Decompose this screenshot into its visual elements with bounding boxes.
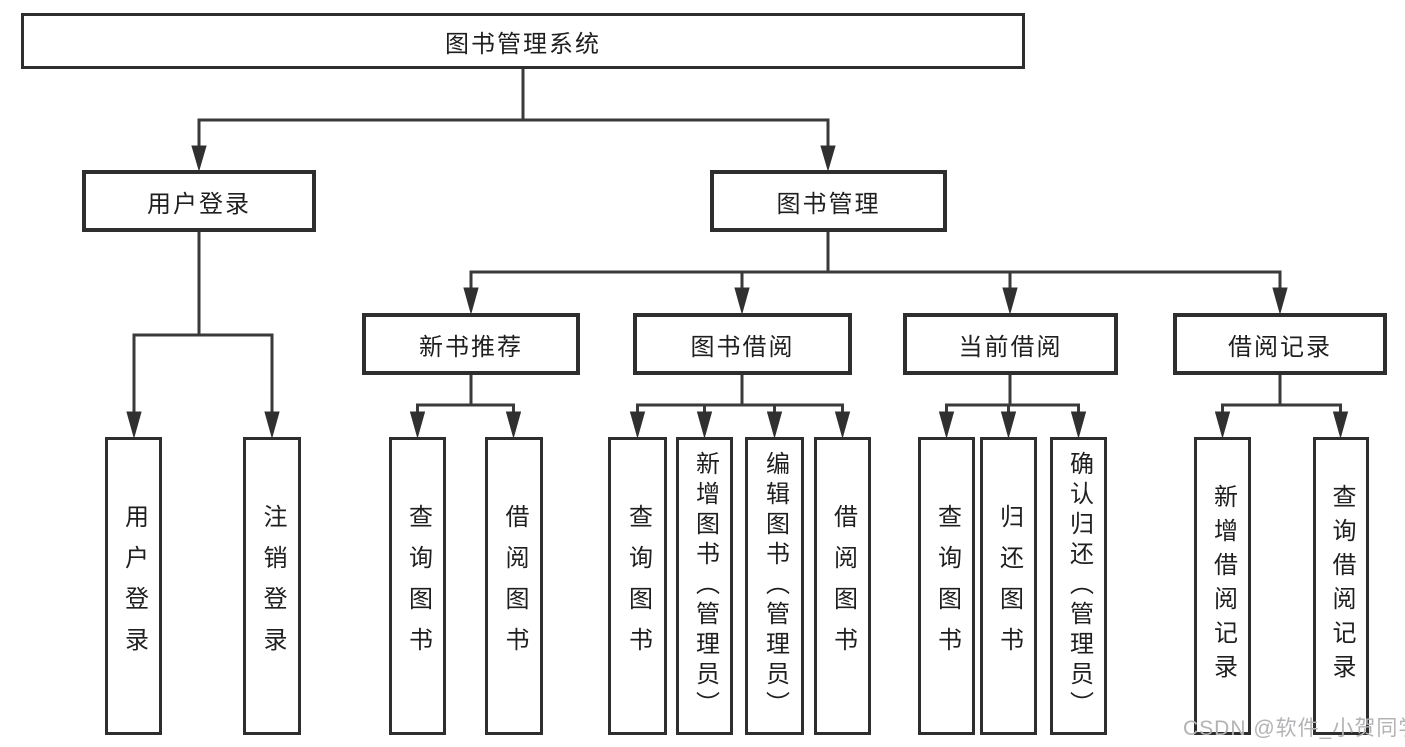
connector-root (191, 69, 836, 172)
arrowhead-icon (264, 411, 280, 439)
node-label: 借阅记录 (1228, 333, 1332, 361)
arrowhead-icon (696, 411, 713, 439)
leaf-query-borrow-record: 查询借阅记录 (1313, 437, 1369, 735)
node-label: 查询图书 (933, 504, 961, 668)
leaf-add-borrow-record: 新增借阅记录 (1194, 437, 1251, 735)
arrowhead-icon (1070, 411, 1087, 439)
arrowhead-icon (1272, 287, 1288, 315)
arrowhead-icon (834, 411, 851, 439)
arrowhead-icon (409, 411, 426, 439)
node-label: 图书管理系统 (445, 30, 601, 58)
node-label: 新书推荐 (419, 333, 523, 361)
connector-book-management (463, 232, 1288, 315)
node-borrow-records: 借阅记录 (1173, 313, 1387, 375)
connector-book-borrow (629, 375, 851, 439)
node-label: 新增借阅记录 (1209, 484, 1237, 688)
connector-current-borrow (938, 375, 1087, 439)
node-label: 图书借阅 (690, 333, 795, 361)
node-label: 注销登录 (259, 504, 286, 668)
connector-user-login (126, 232, 280, 439)
connector-borrow-records (1214, 375, 1349, 439)
node-current-borrow: 当前借阅 (903, 313, 1118, 375)
leaf-borrow-books-recommend: 借阅图书 (485, 437, 543, 735)
node-book-borrow: 图书借阅 (633, 313, 852, 375)
leaf-edit-book-admin: 编辑图书（管理员） (745, 437, 804, 735)
arrowhead-icon (734, 287, 750, 315)
leaf-query-books-borrow: 查询图书 (608, 437, 667, 735)
node-new-book-recommend: 新书推荐 (362, 313, 580, 375)
arrowhead-icon (191, 145, 207, 172)
node-label: 归还图书 (995, 504, 1023, 668)
leaf-return-books: 归还图书 (980, 437, 1037, 735)
leaf-user-login: 用户登录 (105, 437, 162, 735)
arrowhead-icon (1332, 411, 1349, 439)
node-label: 新增图书（管理员） (691, 451, 719, 721)
arrowhead-icon (505, 411, 522, 439)
connector-new-book-recommend (409, 375, 522, 439)
node-label: 图书管理 (776, 190, 881, 218)
leaf-add-book-admin: 新增图书（管理员） (676, 437, 733, 735)
leaf-confirm-return-admin: 确认归还（管理员） (1050, 437, 1107, 735)
node-label: 用户登录 (147, 190, 251, 218)
watermark-text: CSDN @软件_小贺同学 (1183, 717, 1405, 740)
leaf-borrow-books: 借阅图书 (814, 437, 871, 735)
node-root-system: 图书管理系统 (21, 13, 1025, 69)
node-label: 当前借阅 (958, 333, 1063, 361)
leaf-query-books-current: 查询图书 (918, 437, 975, 735)
node-label: 用户登录 (120, 504, 148, 668)
node-book-management: 图书管理 (710, 170, 947, 232)
arrowhead-icon (766, 411, 783, 439)
arrowhead-icon (126, 411, 142, 439)
arrowhead-icon (820, 145, 836, 172)
arrowhead-icon (463, 287, 479, 315)
node-user-login: 用户登录 (82, 170, 316, 232)
node-label: 查询图书 (404, 504, 432, 668)
node-label: 借阅图书 (501, 504, 528, 668)
leaf-logout: 注销登录 (243, 437, 301, 735)
arrowhead-icon (1002, 287, 1018, 315)
node-label: 编辑图书（管理员） (761, 451, 789, 721)
leaf-query-books-recommend: 查询图书 (389, 437, 446, 735)
node-label: 借阅图书 (829, 504, 857, 668)
arrowhead-icon (629, 411, 646, 439)
arrowhead-icon (1214, 411, 1231, 439)
arrowhead-icon (938, 411, 955, 439)
arrowhead-icon (1000, 411, 1017, 439)
node-label: 查询图书 (624, 504, 652, 668)
node-label: 确认归还（管理员） (1065, 451, 1093, 721)
node-label: 查询借阅记录 (1328, 484, 1355, 688)
